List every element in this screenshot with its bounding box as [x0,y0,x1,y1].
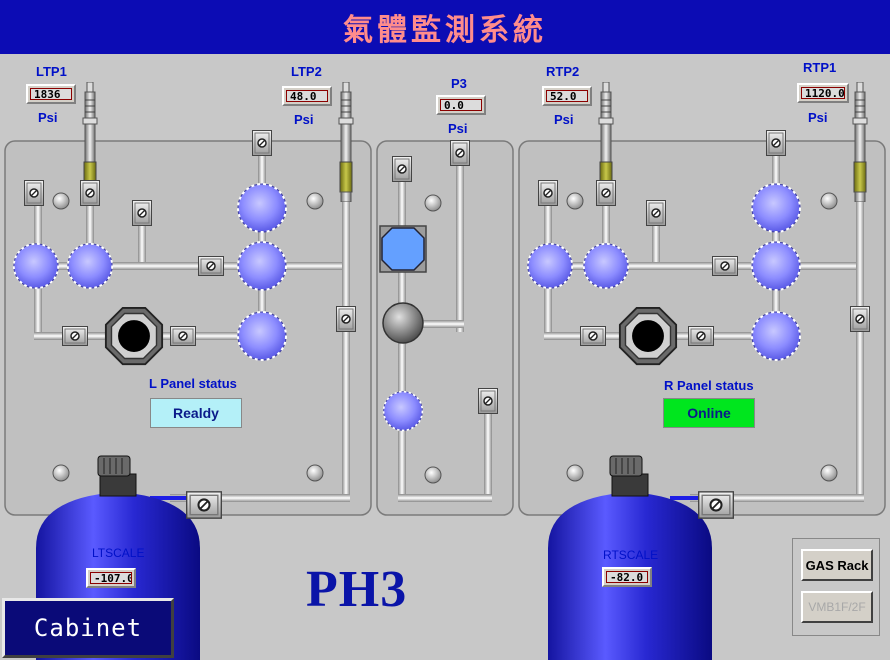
p3-label: P3 [451,76,467,91]
page-title: 氣體監測系統 [343,13,547,48]
cabinet-button[interactable]: Cabinet [2,598,174,658]
valve-icon[interactable] [237,311,287,361]
fitting-icon [478,388,498,414]
fitting-icon [646,200,666,226]
stud-icon [820,464,838,482]
rtp2-unit: Psi [554,112,574,127]
valve-icon[interactable] [237,183,287,233]
rtp1-label: RTP1 [803,60,837,75]
center-ball-valve-icon[interactable] [382,302,424,344]
cylinder-connector-icon [186,490,222,520]
right-panel-status-badge: Online [663,398,755,428]
valve-icon[interactable] [751,241,801,291]
ltscale-value: -107.0 [90,572,132,584]
valve-icon[interactable] [382,390,424,432]
stud-icon [566,464,584,482]
p3-value: 0.0 [440,99,482,111]
fitting-icon [850,306,870,332]
fitting-icon [538,180,558,206]
valve-icon[interactable] [582,242,630,290]
ltscale-readout: -107.0 [86,568,136,588]
rtp1-unit: Psi [808,110,828,125]
stud-icon [424,194,442,212]
ltp1-unit: Psi [38,110,58,125]
fitting-icon [198,256,224,276]
ltp2-readout: 48.0 [282,86,332,106]
rtp1-value: 1120.0 [801,87,845,99]
gas-rack-button[interactable]: GAS Rack [801,549,873,581]
fitting-icon [596,180,616,206]
valve-icon[interactable] [66,242,114,290]
fitting-icon [450,140,470,166]
p3-unit: Psi [448,121,468,136]
fitting-icon [580,326,606,346]
rtp2-label: RTP2 [546,64,580,79]
rtp1-transducer-icon [852,82,868,202]
fitting-icon [170,326,196,346]
rtscale-readout: -82.0 [602,567,652,587]
valve-icon[interactable] [12,242,60,290]
ltp2-unit: Psi [294,112,314,127]
fitting-icon [688,326,714,346]
rtp1-readout: 1120.0 [797,83,849,103]
regulator-icon [104,306,164,366]
ltp1-readout: 1836 [26,84,76,104]
rtscale-value: -82.0 [606,571,648,583]
stud-icon [820,192,838,210]
right-panel-status-label: R Panel status [664,378,754,393]
fitting-icon [252,130,272,156]
ltp1-value: 1836 [30,88,72,100]
stud-icon [566,192,584,210]
navigation-button-group: GAS Rack VMB1F/2F [792,538,880,636]
ltscale-label: LTSCALE [92,546,145,560]
fitting-icon [62,326,88,346]
fitting-icon [132,200,152,226]
valve-icon[interactable] [526,242,574,290]
ltp2-label: LTP2 [291,64,322,79]
title-bar: 氣體監測系統 [0,0,890,54]
fitting-icon [712,256,738,276]
fitting-icon [392,156,412,182]
valve-icon[interactable] [751,311,801,361]
fitting-icon [80,180,100,206]
left-panel-status-label: L Panel status [149,376,237,391]
vmb-button[interactable]: VMB1F/2F [801,591,873,623]
cylinder-connector-icon [698,490,734,520]
left-panel-status-badge: Realdy [150,398,242,428]
stud-icon [306,464,324,482]
fitting-icon [336,306,356,332]
fitting-icon [24,180,44,206]
stud-icon [306,192,324,210]
gas-name: PH3 [306,561,408,618]
stud-icon [424,466,442,484]
stud-icon [52,192,70,210]
center-octagon-valve-icon[interactable] [379,225,427,273]
valve-icon[interactable] [237,241,287,291]
ltp2-value: 48.0 [286,90,328,102]
ltp1-label: LTP1 [36,64,67,79]
fitting-icon [766,130,786,156]
ltp2-transducer-icon [338,82,354,202]
rtscale-label: RTSCALE [603,548,659,562]
regulator-icon [618,306,678,366]
p3-readout: 0.0 [436,95,486,115]
rtp2-readout: 52.0 [542,86,592,106]
stud-icon [52,464,70,482]
rtp2-value: 52.0 [546,90,588,102]
valve-icon[interactable] [751,183,801,233]
